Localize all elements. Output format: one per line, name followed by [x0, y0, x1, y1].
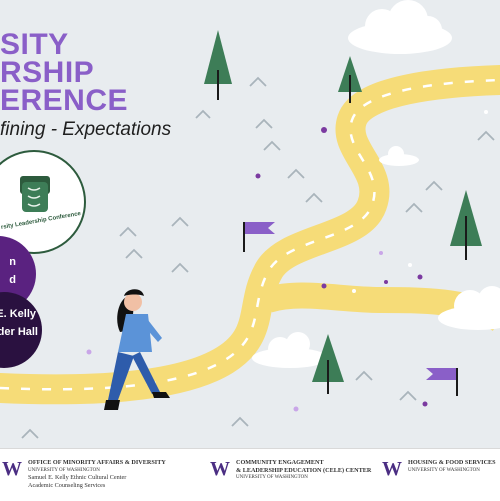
org-name: & LEADERSHIP EDUCATION (CELE) CENTER — [236, 466, 372, 474]
title-line-3: ERENCE — [0, 84, 129, 117]
raised-fist-icon — [20, 176, 50, 212]
info-line: n — [9, 256, 16, 268]
org-uni: UNIVERSITY of WASHINGTON — [28, 467, 100, 473]
title-line-1: SITY — [0, 28, 69, 61]
mountain-marks — [21, 76, 495, 439]
org-uni: UNIVERSITY of WASHINGTON — [408, 467, 480, 473]
org-uni: UNIVERSITY of WASHINGTON — [236, 475, 308, 480]
flag-icon — [426, 368, 458, 396]
road-markings — [0, 78, 500, 391]
info-line: d — [9, 274, 16, 286]
pine-tree-icon — [204, 30, 232, 100]
org-name: COMMUNITY ENGAGEMENT — [236, 459, 324, 466]
footer-org-omad: W OFFICE OF MINORITY AFFAIRS & DIVERSITY… — [2, 459, 166, 489]
cloud-top-right-icon — [348, 0, 452, 54]
org-name: OFFICE OF MINORITY AFFAIRS & DIVERSITY — [28, 459, 166, 466]
flag-icon — [243, 222, 275, 252]
cloud-bottom-icon — [252, 332, 328, 368]
confetti-dots — [86, 110, 488, 412]
poster-scene: SITY RSHIP ERENCE fining - Expectations … — [0, 0, 500, 448]
footer-org-hfs: W HOUSING & FOOD SERVICES UNIVERSITY of … — [382, 459, 496, 479]
title-line-2: RSHIP — [0, 56, 95, 89]
uw-logo-icon: W — [210, 458, 230, 480]
uw-logo-icon: W — [2, 458, 22, 480]
pine-tree-icon — [312, 334, 344, 394]
info-line: E. Kelly — [0, 308, 36, 320]
conference-badge: rsity Leadership Conference — [0, 150, 86, 254]
org-sub: Academic Counseling Services — [28, 481, 106, 489]
pine-tree-icon — [338, 56, 362, 103]
pine-tree-icon — [450, 190, 482, 260]
info-line: der Hall — [0, 326, 38, 338]
walking-woman-icon — [104, 289, 170, 410]
cloud-right-icon — [438, 286, 500, 330]
footer-org-cele: W COMMUNITY ENGAGEMENT & LEADERSHIP EDUC… — [210, 459, 371, 482]
org-name: HOUSING & FOOD SERVICES — [408, 459, 496, 466]
cloud-small-icon — [379, 146, 419, 166]
illustration — [0, 0, 500, 439]
subtitle: fining - Expectations — [0, 119, 172, 140]
org-sub: Samuel E. Kelly Ethnic Cultural Center — [28, 474, 127, 481]
uw-logo-icon: W — [382, 458, 402, 480]
footer: W OFFICE OF MINORITY AFFAIRS & DIVERSITY… — [0, 448, 500, 501]
